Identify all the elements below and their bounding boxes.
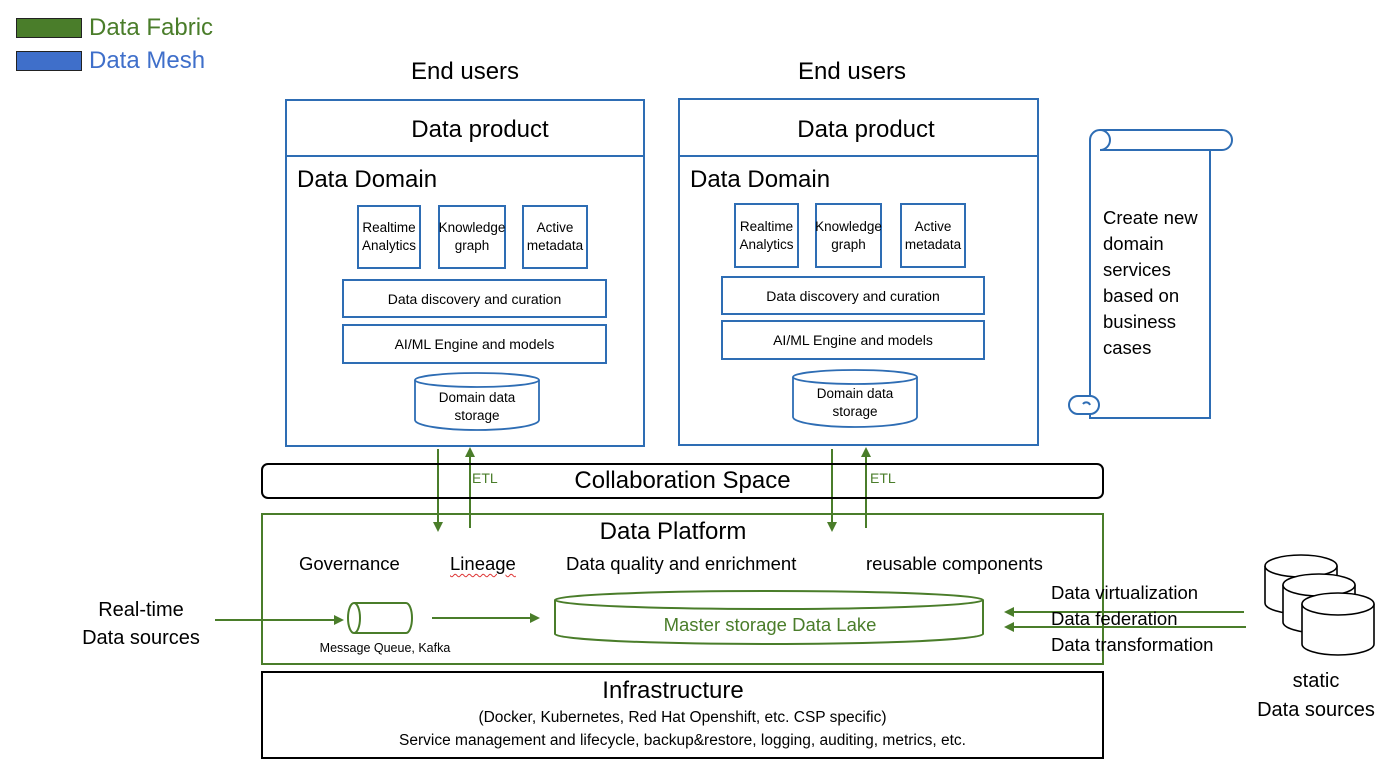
aiml-box-1: AI/ML Engine and models — [342, 324, 607, 364]
tool-knowledge-graph-2: Knowledge graph — [815, 203, 882, 268]
tool-realtime-analytics-2: Realtime Analytics — [734, 203, 799, 268]
data-platform-title: Data Platform — [599, 518, 747, 545]
domain-storage-cylinder-1 — [414, 372, 540, 431]
data-domain-title-1: Data Domain — [297, 166, 438, 193]
domain-storage-label-1: Domain data storage — [438, 390, 516, 423]
data-product-divider-1 — [285, 155, 645, 157]
data-lake-label: Master storage Data Lake — [663, 614, 877, 635]
infrastructure-panel — [261, 671, 1104, 759]
tool-active-metadata-2: Active metadata — [900, 203, 966, 268]
etl-label-1: ETL — [472, 470, 498, 486]
message-queue-icon — [347, 602, 413, 634]
data-product-title-1: Data product — [411, 116, 549, 143]
message-queue-label: Message Queue, Kafka — [319, 641, 451, 655]
infrastructure-line1: (Docker, Kubernetes, Red Hat Openshift, … — [478, 709, 887, 726]
platform-quality: Data quality and enrichment — [566, 553, 797, 574]
integration-federation: Data federation — [1051, 608, 1178, 629]
discovery-box-1: Data discovery and curation — [342, 279, 607, 318]
aiml-box-2: AI/ML Engine and models — [721, 320, 985, 360]
end-users-label-1: End users — [410, 58, 520, 85]
domain-storage-label-2: Domain data storage — [816, 386, 894, 419]
scroll-icon — [1068, 129, 1233, 419]
platform-lineage-text: Lineage — [450, 553, 516, 574]
data-product-divider-2 — [678, 155, 1039, 157]
collaboration-space-bar: Collaboration Space — [261, 463, 1104, 499]
static-sources-icon — [1264, 554, 1375, 656]
legend-label-fabric: Data Fabric — [89, 14, 214, 41]
realtime-sources-line2: Data sources — [82, 626, 200, 649]
data-domain-panel-1 — [285, 99, 645, 447]
domain-storage-cylinder-2 — [792, 369, 918, 428]
platform-reusable: reusable components — [866, 553, 1043, 574]
static-sources-line1: static — [1292, 669, 1340, 692]
infrastructure-title: Infrastructure — [602, 677, 744, 704]
discovery-box-2: Data discovery and curation — [721, 276, 985, 315]
integration-transformation: Data transformation — [1051, 634, 1214, 655]
legend-swatch-fabric — [16, 18, 82, 38]
data-domain-panel-2 — [678, 98, 1039, 446]
integration-virtualization: Data virtualization — [1051, 582, 1199, 603]
legend-swatch-mesh — [16, 51, 82, 71]
data-lake-cylinder-icon — [554, 590, 984, 645]
tool-knowledge-graph-1: Knowledge graph — [438, 205, 506, 269]
legend-label-mesh: Data Mesh — [89, 47, 206, 74]
data-product-title-2: Data product — [797, 116, 935, 143]
data-domain-title-2: Data Domain — [690, 166, 831, 193]
tool-active-metadata-1: Active metadata — [522, 205, 588, 269]
etl-label-2: ETL — [870, 470, 896, 486]
end-users-label-2: End users — [797, 58, 907, 85]
infrastructure-line2: Service management and lifecycle, backup… — [399, 732, 966, 749]
scroll-note-text: Create new domain services based on busi… — [1103, 207, 1198, 358]
realtime-sources-line1: Real-time — [98, 598, 184, 621]
data-platform-panel — [261, 513, 1104, 665]
static-sources-line2: Data sources — [1257, 698, 1375, 721]
platform-governance: Governance — [299, 553, 400, 574]
platform-lineage: Lineage — [450, 553, 516, 575]
tool-realtime-analytics-1: Realtime Analytics — [357, 205, 421, 269]
